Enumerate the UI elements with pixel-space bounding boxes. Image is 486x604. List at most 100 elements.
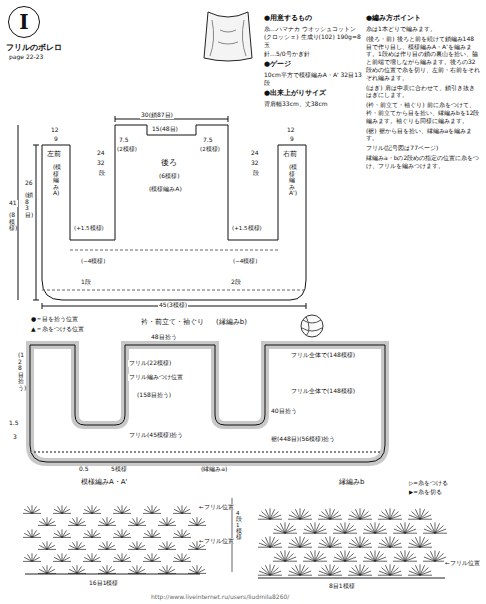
stitch-stroke: [412, 512, 420, 520]
stitch-stroke: [92, 557, 100, 561]
dimension-label: 2段: [230, 279, 242, 286]
stitch-stroke: [300, 536, 301, 547]
stitch-stroke: [405, 554, 413, 562]
stitch-stroke: [152, 529, 153, 537]
stitch-stroke: [43, 566, 48, 573]
stitch-stroke: [107, 569, 115, 573]
stitch-stroke: [352, 512, 360, 520]
dimension-label: フリル(22模様): [128, 360, 172, 367]
stitch-stroke: [415, 509, 420, 519]
stitch-stroke: [32, 537, 41, 538]
stitch-stroke: [330, 540, 338, 548]
stitch-stroke: [285, 554, 293, 562]
stitch-stroke: [345, 554, 353, 562]
stitch-stroke: [193, 542, 198, 549]
stitch-stroke: [315, 561, 327, 562]
edging-outline: [30, 345, 385, 462]
dimension-label: 衿・前立て・袖ぐり: [140, 318, 205, 326]
dimension-label: (128目拾う): [18, 352, 24, 392]
stitch-stroke: [300, 512, 308, 520]
stitch-stroke: [167, 521, 175, 525]
stitch-stroke: [360, 512, 368, 520]
stitch-stroke: [270, 512, 278, 520]
note-text: (裾) 裾から目を拾い、縁編みaを編みます。: [366, 127, 480, 143]
stitch-stroke: [62, 509, 70, 513]
stitch-stroke: [122, 513, 131, 514]
stitch-charts: [23, 498, 447, 578]
stitch-stroke: [360, 508, 361, 519]
dimension-label: 16目1模様: [88, 580, 119, 587]
stitch-stroke: [292, 540, 300, 548]
stitch-stroke: [337, 526, 345, 534]
stitch-stroke: [270, 540, 278, 548]
stitch-stroke: [375, 557, 386, 561]
stitch-stroke: [103, 566, 108, 573]
dimension-label: 7.5: [202, 137, 214, 144]
stitch-stroke: [88, 554, 93, 561]
stitch-stroke: [182, 533, 190, 537]
stitch-stroke: [103, 518, 108, 525]
text-column: ●編み方ポイント糸は1本どりで編みます。(後ろ・前) 後ろと前を続けて鎖編み14…: [366, 14, 480, 170]
stitch-stroke: [118, 554, 123, 561]
stitch-stroke: [300, 575, 312, 576]
stitch-stroke: [92, 553, 93, 561]
stitch-stroke: [152, 509, 160, 513]
stitch-stroke: [325, 509, 330, 519]
stitch-stroke: [415, 537, 420, 547]
stitch-stroke: [285, 561, 297, 562]
stitch-stroke: [193, 518, 198, 525]
stitch-stroke: [182, 529, 183, 537]
hem-dimension: [42, 303, 306, 309]
dimension-label: 32: [96, 160, 106, 167]
dimension-label: 0.5: [78, 466, 90, 473]
stitch-stroke: [62, 557, 70, 561]
stitch-stroke: [148, 506, 153, 513]
stitch-stroke: [295, 537, 300, 547]
stitch-stroke: [375, 554, 383, 562]
note-text: 10cm平方で模様編みA・A' 32目13段: [264, 71, 362, 87]
note-text: (はぎ) 肩は中表に合わせて、鎖引き抜きはぎにします。: [366, 84, 480, 100]
dimension-label: (縁編みb): [215, 318, 248, 326]
stitch-stroke: [420, 540, 428, 548]
stitch-stroke: [77, 541, 78, 549]
stitch-stroke: [420, 515, 431, 519]
stitch-stroke: [270, 543, 281, 547]
dimension-label: フリル全体で(148模様): [290, 388, 356, 395]
stitch-stroke: [152, 561, 161, 562]
stitch-stroke: [405, 522, 406, 533]
note-text: 糸は1本どりで編みます。: [366, 25, 480, 33]
stitch-stroke: [345, 557, 356, 561]
stitch-stroke: [28, 554, 33, 561]
stitch-stroke: [285, 557, 296, 561]
stitch-stroke: [345, 550, 346, 561]
stitch-stroke: [92, 561, 101, 562]
stitch-stroke: [32, 533, 40, 537]
stitch-stroke: [405, 557, 416, 561]
yarn-ball: [301, 315, 323, 337]
stitch-stroke: [152, 537, 161, 538]
stitch-stroke: [137, 521, 145, 525]
stitch-stroke: [295, 565, 300, 575]
dimension-label: 32: [250, 160, 260, 167]
stitch-stroke: [262, 540, 270, 548]
stitch-stroke: [265, 565, 270, 575]
stitch-stroke: [182, 513, 191, 514]
stitch-stroke: [420, 547, 432, 548]
stitch-stroke: [77, 545, 85, 549]
stitch-stroke: [285, 522, 286, 533]
dimension-label: (2模様): [116, 146, 138, 152]
stitch-stroke: [435, 554, 443, 562]
dimension-label: ▶=糸を切る: [408, 489, 443, 495]
stitch-stroke: [47, 545, 55, 549]
stitch-stroke: [62, 561, 71, 562]
stitch-stroke: [32, 505, 33, 513]
dimension-label: (模様編みA): [148, 186, 183, 193]
stitch-stroke: [390, 547, 402, 548]
stitch-stroke: [43, 542, 48, 549]
dimension-label: フリル編みつけ位置: [128, 374, 184, 381]
dimension-label: 9: [53, 136, 59, 143]
stitch-stroke: [315, 526, 323, 534]
stitch-stroke: [420, 519, 432, 520]
stitch-stroke: [265, 537, 270, 547]
stitch-stroke: [435, 529, 446, 533]
